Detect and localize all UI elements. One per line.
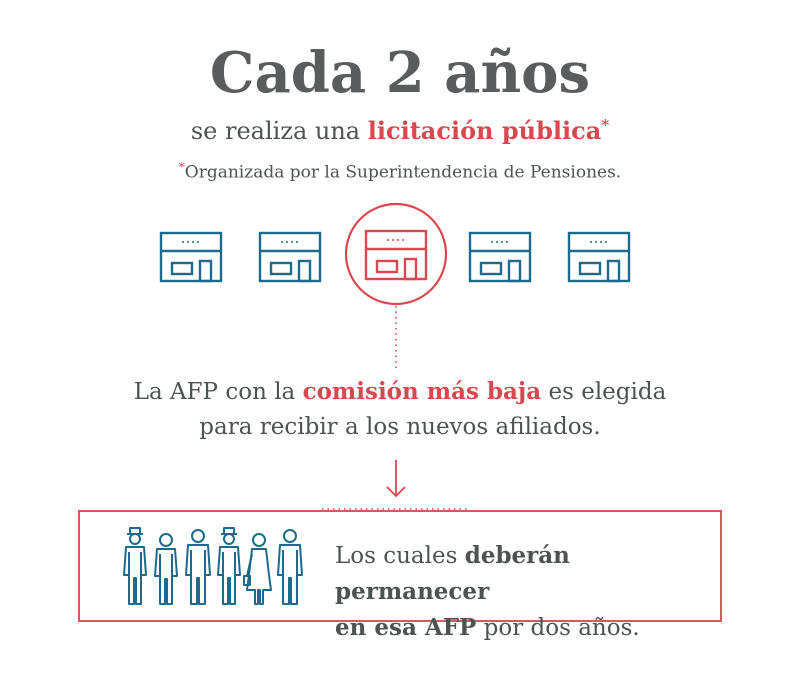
person-dress-icon (243, 533, 272, 605)
middle-text: La AFP con la comisión más baja es elegi… (0, 374, 800, 445)
subtitle-asterisk: * (601, 116, 610, 134)
footnote-asterisk: * (178, 160, 185, 174)
main-title: Cada 2 años (209, 40, 591, 106)
subtitle: se realiza una licitación pública* (0, 108, 800, 148)
middle-line-1-post: es elegida (541, 379, 667, 405)
box-text: Los cuales deberán permanecer en esa AFP… (335, 538, 715, 646)
selection-circle (344, 202, 448, 306)
box-line-1: Los cuales deberán permanecer (335, 538, 715, 610)
info-box: Los cuales deberán permanecer en esa AFP… (78, 510, 722, 641)
middle-line-1-pre: La AFP con la (133, 379, 303, 405)
footnote: *Organizada por la Superintendencia de P… (0, 155, 800, 185)
middle-line-2: para recibir a los nuevos afiliados. (199, 414, 601, 440)
store-icon (567, 231, 631, 283)
box-line-1-pre: Los cuales (335, 543, 465, 569)
person-hat-icon (217, 527, 241, 605)
box-line-2: en esa AFP por dos años. (335, 610, 715, 646)
store-icon (159, 231, 223, 283)
person-icon (185, 529, 211, 605)
store-icon (258, 231, 322, 283)
people-group (123, 527, 303, 605)
box-line-2-bold: en esa AFP (335, 614, 477, 641)
middle-line-1: La AFP con la comisión más baja es elegi… (0, 374, 800, 410)
box-line-2-post: por dos años. (476, 615, 640, 641)
store-icon-selected (364, 229, 428, 281)
store-icon (468, 231, 532, 283)
person-icon (154, 533, 178, 605)
subtitle-highlight: licitación pública (367, 116, 602, 145)
box-line-1-bold: deberán permanecer (335, 542, 570, 605)
subtitle-text: se realiza una (190, 117, 368, 145)
person-hat-icon (123, 527, 147, 605)
arrow-down-icon (386, 460, 406, 498)
middle-highlight: comisión más baja (302, 378, 542, 405)
footnote-text: Organizada por la Superintendencia de Pe… (184, 162, 622, 183)
person-icon (277, 529, 303, 605)
